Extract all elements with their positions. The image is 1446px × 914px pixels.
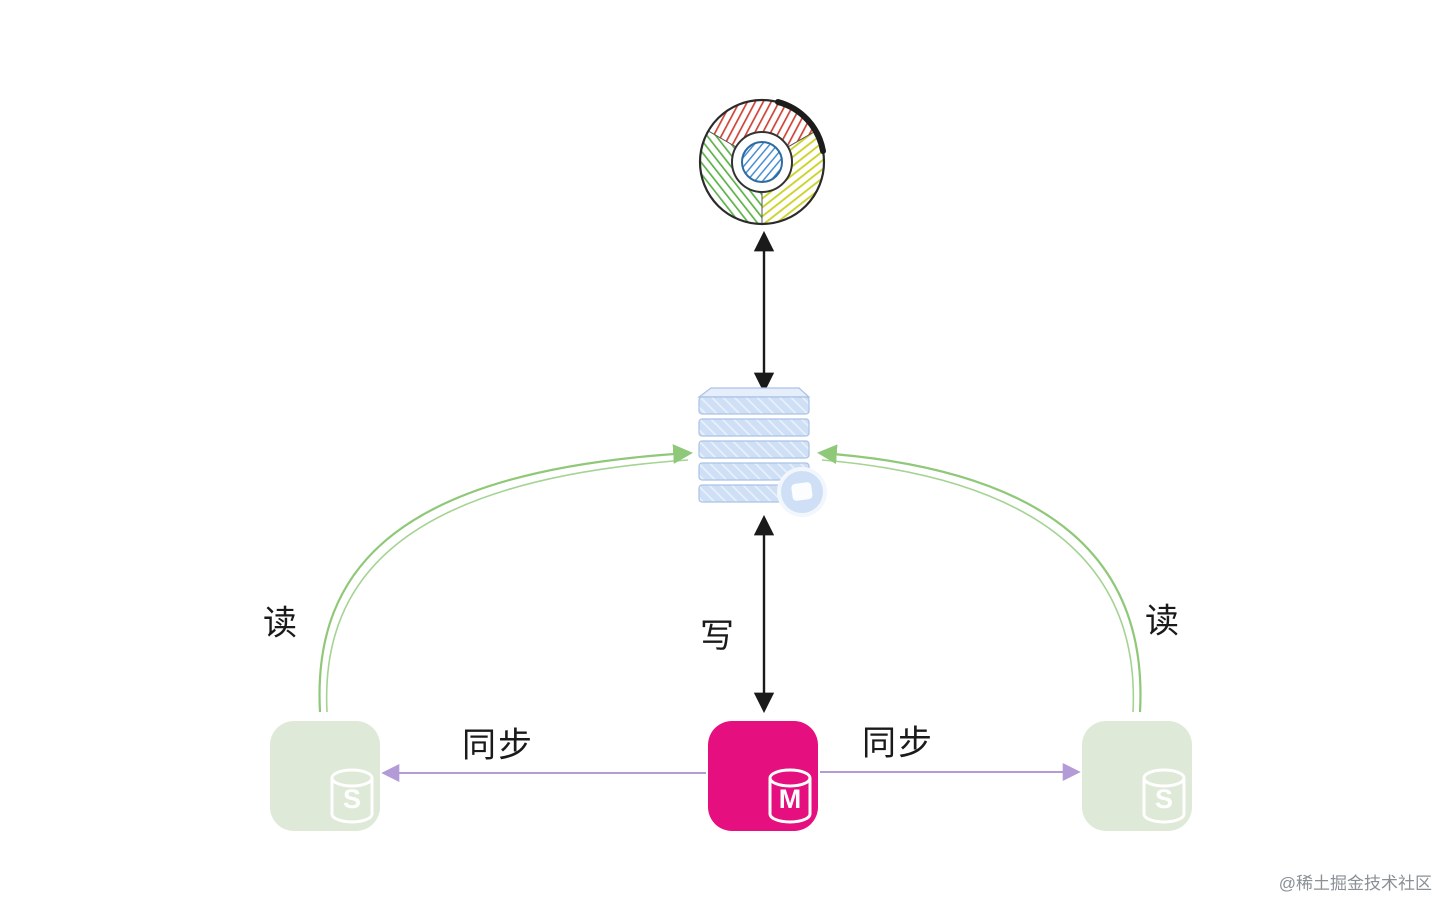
label-read-left: 读 bbox=[263, 604, 299, 643]
label-sync-right: 同步 bbox=[862, 724, 934, 763]
slave-db-right-icon: S bbox=[1082, 721, 1192, 831]
label-write: 写 bbox=[700, 617, 736, 656]
label-read-right: 读 bbox=[1145, 602, 1181, 641]
server-stack-icon bbox=[697, 387, 827, 517]
slave-left-letter: S bbox=[343, 784, 361, 814]
read-arrow-left bbox=[318, 444, 693, 713]
watermark: @稀土掘金技术社区 bbox=[1278, 874, 1432, 893]
read-arrow-right bbox=[817, 444, 1142, 713]
master-db-icon: M bbox=[708, 721, 818, 831]
label-sync-left: 同步 bbox=[462, 726, 534, 765]
slave-db-left-icon: S bbox=[270, 721, 380, 831]
chrome-icon bbox=[698, 98, 826, 226]
master-letter: M bbox=[779, 784, 802, 814]
slave-right-letter: S bbox=[1155, 784, 1173, 814]
